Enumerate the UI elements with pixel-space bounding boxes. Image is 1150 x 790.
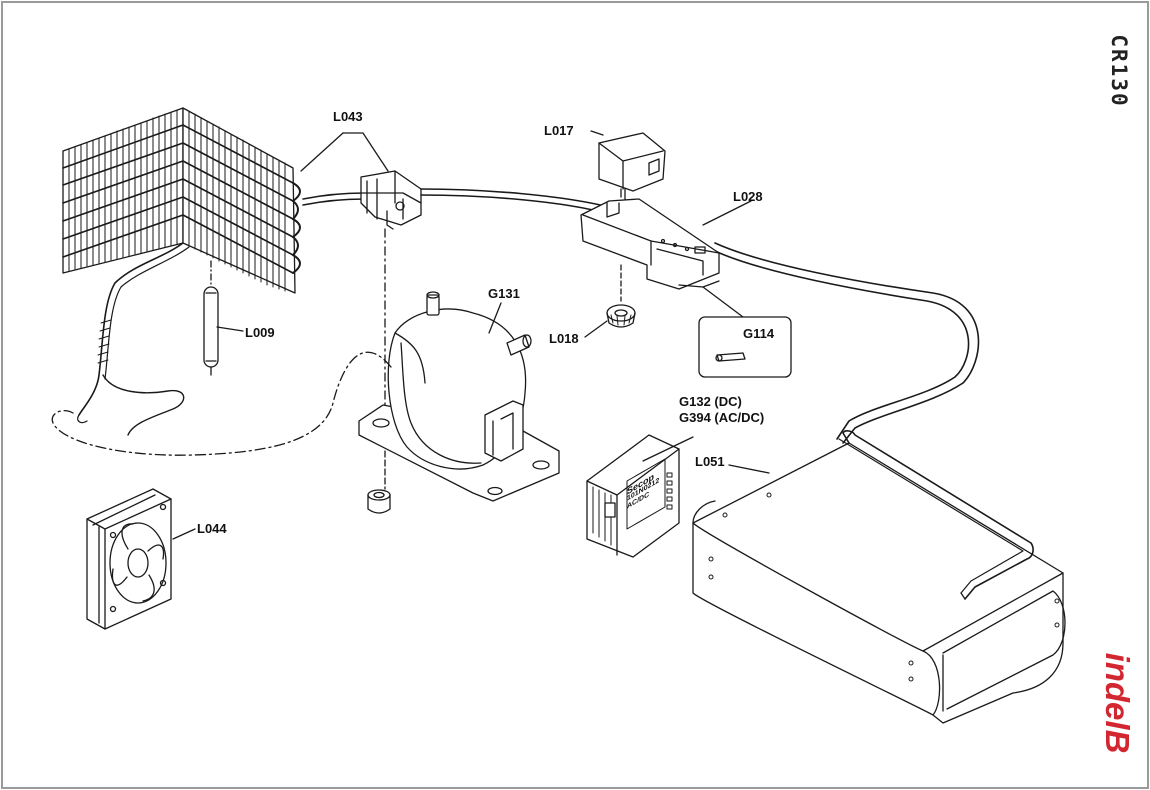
thermostat-module xyxy=(590,130,666,222)
label-g132: G132 (DC) xyxy=(679,394,742,409)
brand-logo-text: indelB xyxy=(1099,652,1136,754)
bracket-l043 xyxy=(300,132,422,409)
label-l009: L009 xyxy=(245,325,275,340)
label-l051: L051 xyxy=(695,454,725,469)
label-l018: L018 xyxy=(549,331,579,346)
filter-drier xyxy=(203,260,244,376)
label-l028: L028 xyxy=(733,189,763,204)
label-g131: G131 xyxy=(488,286,520,301)
brand-logo: indelB xyxy=(1099,633,1136,773)
electronic-module xyxy=(586,434,694,558)
part-box-g114 xyxy=(698,316,792,378)
thermostat-housing xyxy=(580,198,752,318)
condenser-coil xyxy=(62,107,366,436)
label-l043: L043 xyxy=(333,109,363,124)
grommet xyxy=(367,489,391,514)
label-g114: G114 xyxy=(743,326,775,341)
label-g394: G394 (AC/DC) xyxy=(679,410,765,425)
model-code: CR130 xyxy=(1107,21,1131,121)
cooling-fan xyxy=(86,488,196,630)
model-code-text: CR130 xyxy=(1107,34,1131,108)
compressor xyxy=(51,291,560,502)
exploded-parts-diagram xyxy=(51,107,1066,724)
label-l017: L017 xyxy=(544,123,574,138)
evaporator-l051 xyxy=(692,430,1066,724)
label-l044: L044 xyxy=(197,521,227,536)
knob-l018 xyxy=(584,304,636,338)
